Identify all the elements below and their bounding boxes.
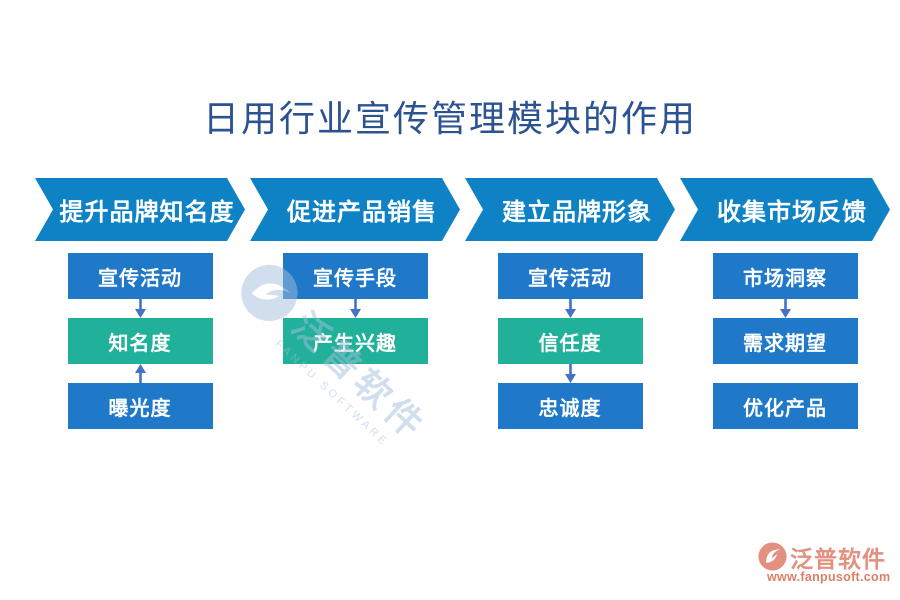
page-title: 日用行业宣传管理模块的作用 — [202, 99, 697, 139]
stage-banner-label: 促进产品销售 — [287, 199, 437, 226]
stage-banner: 建立品牌形象 — [465, 178, 675, 241]
flow-box: 曝光度 — [67, 383, 213, 429]
arrow-down-icon — [133, 299, 148, 318]
stage-banner-label: 建立品牌形象 — [502, 199, 652, 226]
arrow-down-icon — [563, 299, 578, 318]
flow-box: 信任度 — [497, 318, 643, 364]
arrow-down-icon — [778, 299, 793, 318]
footer-brand: 泛普软件 — [790, 547, 886, 572]
flow-box: 知名度 — [67, 318, 213, 364]
flow-box: 需求期望 — [712, 318, 858, 364]
fanpu-logo-icon — [758, 542, 787, 571]
stage-column-1: 提升品牌知名度宣传活动知名度曝光度 — [35, 178, 245, 429]
arrow-down-icon — [563, 364, 578, 383]
stage-banner: 收集市场反馈 — [680, 178, 890, 241]
flow-box: 产生兴趣 — [282, 318, 428, 364]
stage-column-3: 建立品牌形象宣传活动信任度忠诚度 — [465, 178, 675, 429]
stage-column-4: 收集市场反馈市场洞察需求期望优化产品 — [680, 178, 890, 429]
flow-box: 忠诚度 — [497, 383, 643, 429]
stage-column-2: 促进产品销售宣传手段产生兴趣 — [250, 178, 460, 429]
box-stack: 宣传活动信任度忠诚度 — [465, 253, 675, 429]
flow-box: 宣传手段 — [282, 253, 428, 299]
flow-box: 优化产品 — [712, 383, 858, 429]
stage-banner-label: 提升品牌知名度 — [59, 199, 235, 226]
stage-banner-label: 收集市场反馈 — [717, 199, 867, 226]
stage-banner: 促进产品销售 — [250, 178, 460, 241]
flow-box: 市场洞察 — [712, 253, 858, 299]
arrow-down-icon — [348, 299, 363, 318]
flow-box: 宣传活动 — [497, 253, 643, 299]
box-stack: 宣传活动知名度曝光度 — [35, 253, 245, 429]
footer-website: www.fanpusoft.com — [767, 570, 891, 584]
box-stack: 宣传手段产生兴趣 — [250, 253, 460, 364]
stage-columns: 提升品牌知名度宣传活动知名度曝光度促进产品销售宣传手段产生兴趣建立品牌形象宣传活… — [35, 178, 890, 429]
footer-logo: 泛普软件 www.fanpusoft.com — [758, 542, 891, 590]
box-stack: 市场洞察需求期望优化产品 — [680, 253, 890, 429]
arrow-up-icon — [133, 364, 148, 383]
stage-banner: 提升品牌知名度 — [35, 178, 245, 241]
flow-box: 宣传活动 — [67, 253, 213, 299]
